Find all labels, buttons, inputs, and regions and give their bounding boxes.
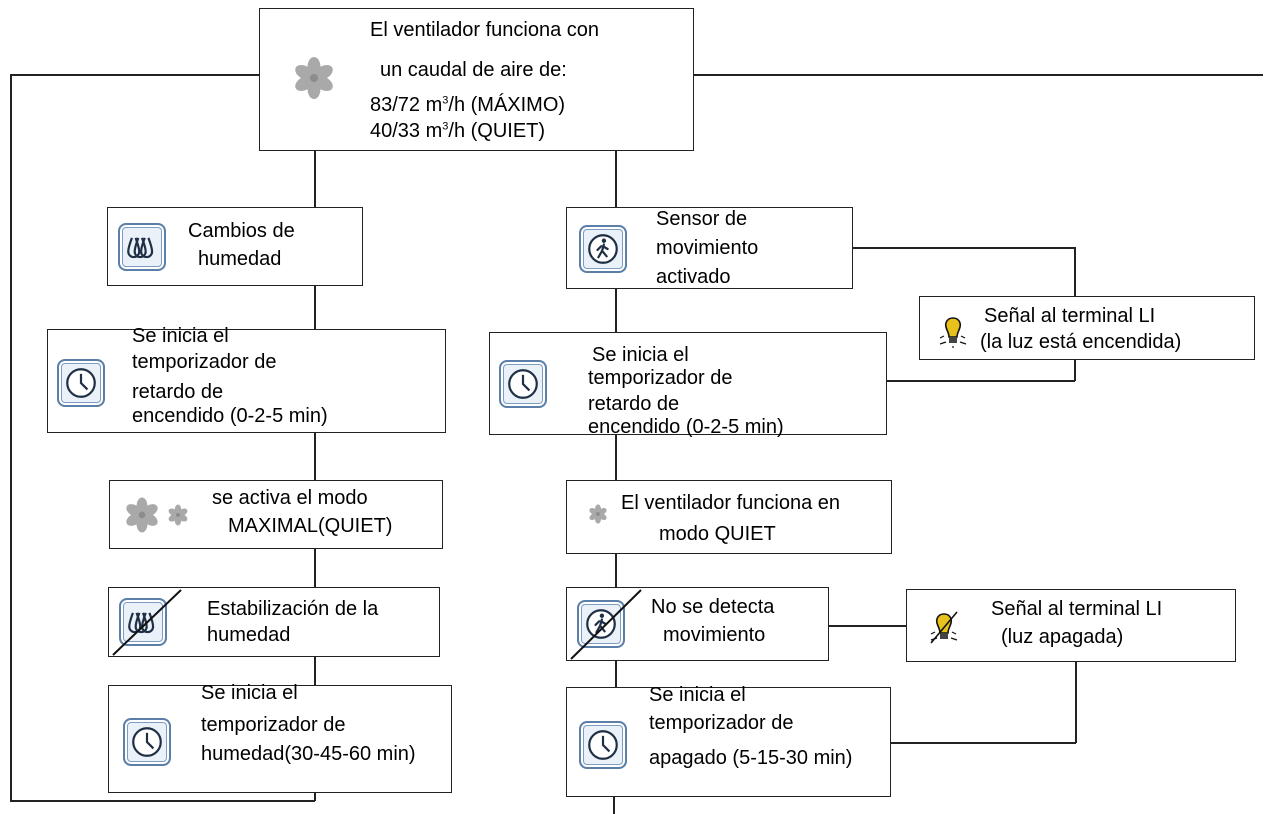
fan-airflow-line2: un caudal de aire de: xyxy=(380,59,567,81)
turn-off-timer-line3: apagado (5-15-30 min) xyxy=(649,747,853,769)
fan-airflow-max: 83/72 m3/h (MÁXIMO) xyxy=(370,94,566,116)
turn-off-timer-box: Se inicia el temporizador de apagado (5-… xyxy=(566,684,891,797)
humidity-timer-line1: Se inicia el xyxy=(201,682,298,704)
right-turn-on-timer-line2: temporizador de xyxy=(588,367,733,389)
right-turn-on-timer-line3: retardo de xyxy=(588,393,680,415)
connector-lightoff-to-timer xyxy=(890,742,1076,744)
clock-icon xyxy=(579,721,627,769)
connector-left-4 xyxy=(314,656,316,686)
humidity-change-box: Cambios de humedad xyxy=(107,207,363,286)
no-motion-line2: movimiento xyxy=(663,624,766,646)
no-motion-line1: No se detecta xyxy=(651,596,775,618)
clock-icon xyxy=(57,359,105,407)
motion-icon xyxy=(579,225,627,273)
humidity-timer-line2: temporizador de xyxy=(201,714,346,736)
loop-line-left-rail xyxy=(10,74,12,801)
connector-top-left xyxy=(314,150,316,208)
connector-light-to-timer xyxy=(886,380,1075,382)
motion-sensor-box: Sensor de movimiento activado xyxy=(566,207,853,289)
humidity-stable-line2: humedad xyxy=(207,624,291,646)
small-fan-icon xyxy=(168,504,188,526)
humidity-icon xyxy=(118,223,166,271)
loop-line-top-right xyxy=(693,74,1263,76)
connector-right-1 xyxy=(615,288,617,333)
connector-left-1 xyxy=(314,285,316,330)
turn-off-timer-line1: Se inicia el xyxy=(649,684,746,706)
quiet-mode-line2: modo QUIET xyxy=(659,523,776,545)
right-turn-on-timer-line1: Se inicia el xyxy=(592,344,689,366)
fan-airflow-line1: El ventilador funciona con xyxy=(370,19,600,41)
max-mode-line2: MAXIMAL(QUIET) xyxy=(228,515,393,537)
light-on-signal-line1: Señal al terminal LI xyxy=(984,305,1156,327)
clock-icon xyxy=(123,718,171,766)
loop-line-bottom-left xyxy=(10,800,315,802)
humidity-change-line1: Cambios de xyxy=(188,220,295,242)
connector-left-3 xyxy=(314,548,316,588)
bulb-icon xyxy=(939,317,967,348)
turn-off-timer-line2: temporizador de xyxy=(649,712,794,734)
humidity-change-line2: humedad xyxy=(198,248,282,270)
left-turn-on-timer-line1: Se inicia el xyxy=(132,325,229,347)
strike-through-line xyxy=(570,589,642,660)
left-turn-on-timer-line3: retardo de xyxy=(132,381,224,403)
fan-icon xyxy=(295,57,333,99)
motion-sensor-line3: activado xyxy=(656,266,731,288)
light-off-signal-line2: (luz apagada) xyxy=(1001,626,1124,648)
loop-line-top-left xyxy=(10,74,259,76)
strike-through-line xyxy=(112,589,182,656)
fan-airflow-box: El ventilador funciona con un caudal de … xyxy=(259,8,694,151)
humidity-off-icon xyxy=(119,598,167,646)
quiet-mode-line1: El ventilador funciona en xyxy=(621,492,841,514)
humidity-stable-line1: Estabilización de la xyxy=(207,598,379,620)
motion-off-icon xyxy=(577,600,625,648)
fan-airflow-quiet: 40/33 m3/h (QUIET) xyxy=(370,120,546,142)
connector-right-exit xyxy=(613,795,615,814)
max-mode-box: se activa el modo MAXIMAL(QUIET) xyxy=(109,480,443,549)
light-on-signal-box: Señal al terminal LI (la luz está encend… xyxy=(919,296,1255,360)
clock-icon xyxy=(499,360,547,408)
left-turn-on-timer-box: Se inicia el temporizador de retardo de … xyxy=(47,325,446,433)
loop-line-bottom-stub xyxy=(314,792,316,801)
humidity-timer-box: Se inicia el temporizador de humedad(30-… xyxy=(108,682,452,793)
right-turn-on-timer-box: Se inicia el temporizador de retardo de … xyxy=(489,332,887,438)
right-turn-on-timer-line4: encendido (0-2-5 min) xyxy=(588,416,784,438)
motion-sensor-line2: movimiento xyxy=(656,237,759,259)
left-turn-on-timer-line4: encendido (0-2-5 min) xyxy=(132,405,328,427)
motion-sensor-line1: Sensor de xyxy=(656,208,748,230)
connector-light-top xyxy=(1074,247,1076,297)
connector-lightoff-down xyxy=(1075,661,1077,743)
connector-nomotion-to-lightoff xyxy=(828,625,907,627)
connector-right-4 xyxy=(615,660,617,688)
humidity-timer-line3: humedad(30-45-60 min) xyxy=(201,743,416,765)
fan-icon xyxy=(126,497,158,533)
connector-top-right xyxy=(615,150,617,208)
quiet-mode-box: El ventilador funciona en modo QUIET xyxy=(566,480,892,554)
connector-motion-to-light xyxy=(852,247,1075,249)
left-turn-on-timer-line2: temporizador de xyxy=(132,351,277,373)
connector-light-bottom xyxy=(1074,359,1076,381)
light-off-signal-box: Señal al terminal LI (luz apagada) xyxy=(906,589,1236,662)
connector-left-2 xyxy=(314,432,316,481)
fan-icon xyxy=(589,504,607,524)
light-off-signal-line1: Señal al terminal LI xyxy=(991,598,1163,620)
connector-right-3 xyxy=(615,553,617,588)
humidity-stable-box: Estabilización de la humedad xyxy=(108,587,440,657)
max-mode-line1: se activa el modo xyxy=(212,487,368,509)
connector-right-2 xyxy=(615,434,617,481)
bulb-off-icon xyxy=(930,611,958,644)
light-on-signal-line2: (la luz está encendida) xyxy=(980,331,1182,353)
no-motion-box: No se detecta movimiento xyxy=(566,587,829,661)
